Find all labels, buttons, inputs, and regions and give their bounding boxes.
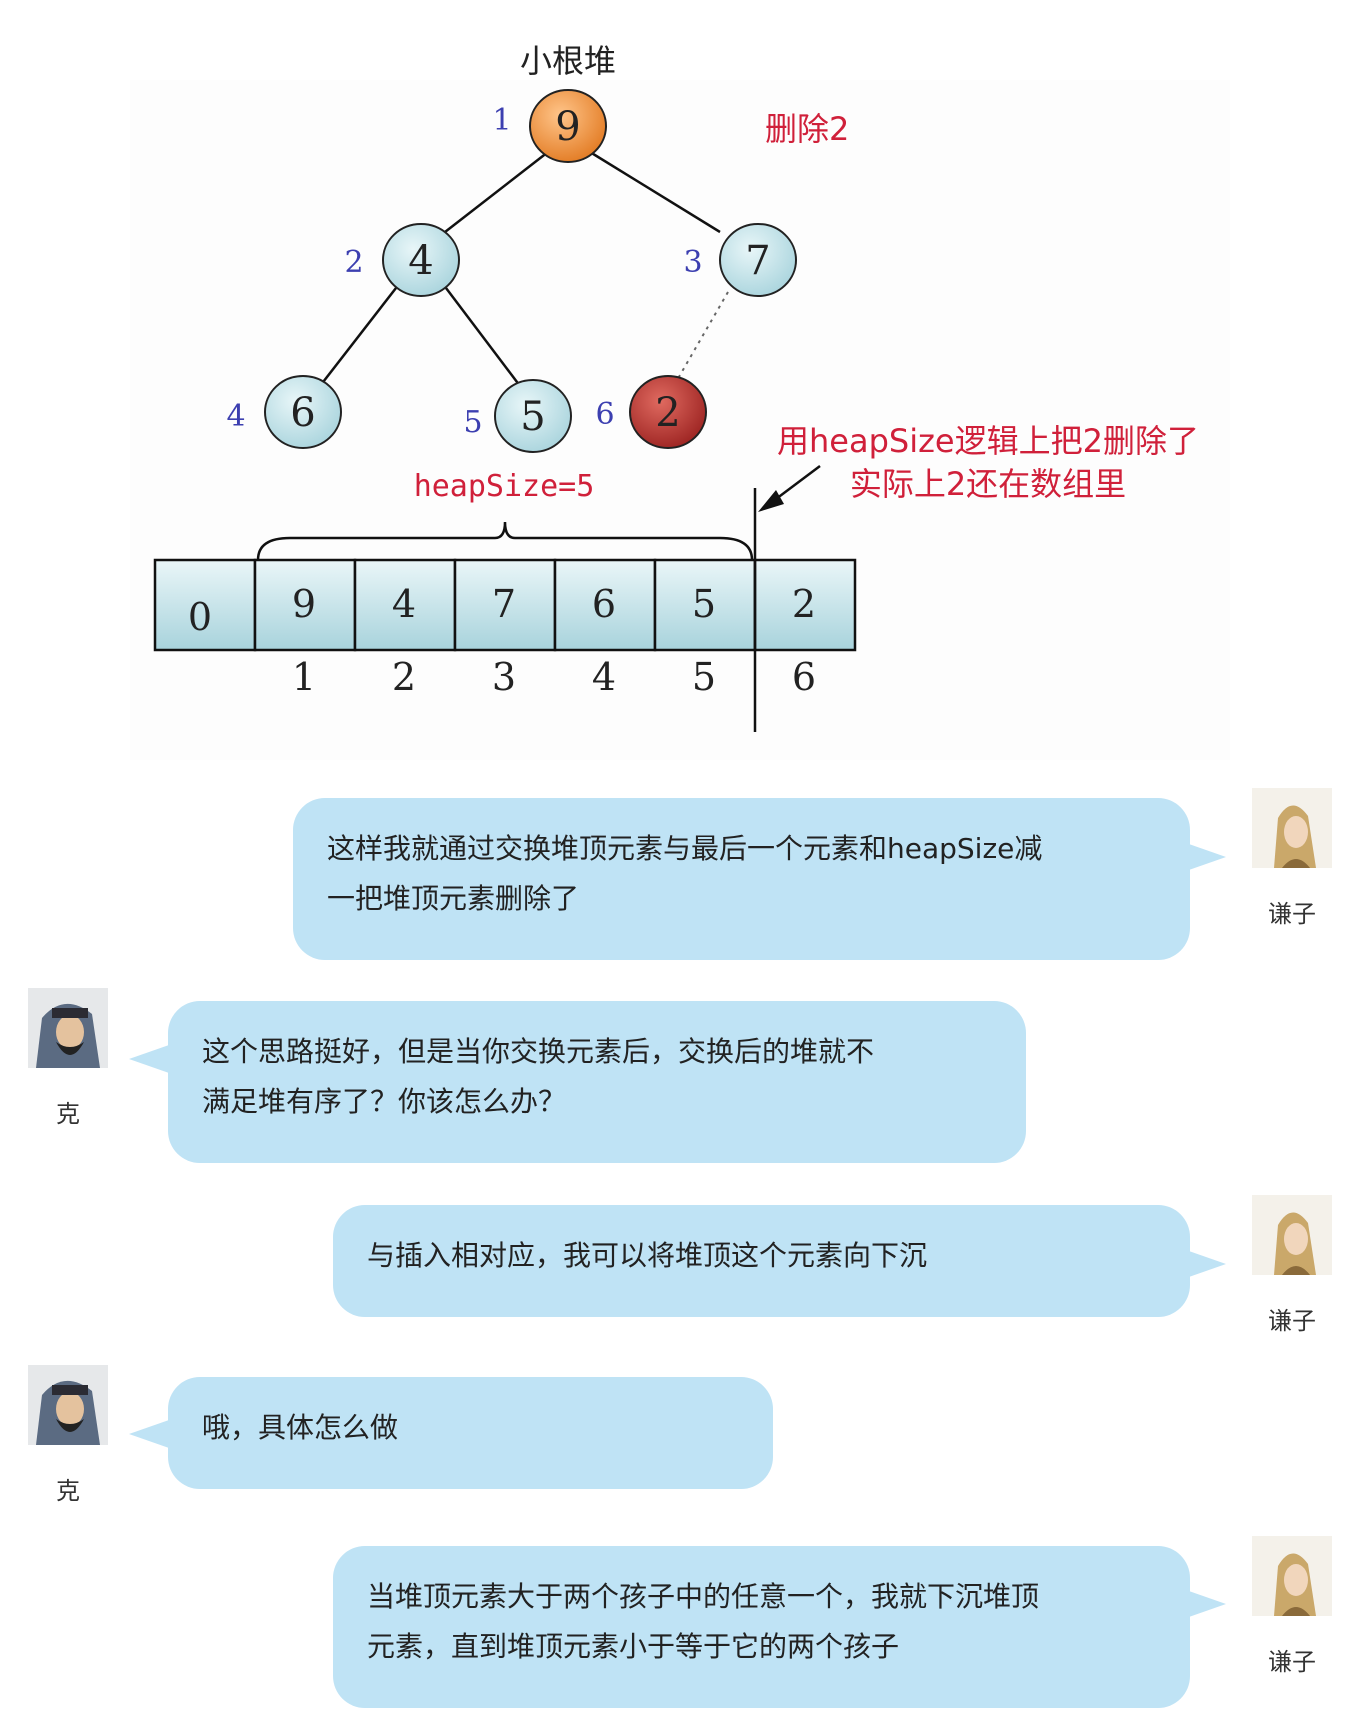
delete-label: 删除2 bbox=[765, 110, 849, 148]
avatar-qianzi[interactable] bbox=[1252, 1195, 1332, 1275]
edge-2-4 bbox=[319, 287, 397, 387]
array-cell-2 bbox=[353, 558, 457, 652]
chat-bubble-5: 当堆顶元素大于两个孩子中的任意一个，我就下沉堆顶 元素，直到堆顶元素小于等于它的… bbox=[333, 1546, 1190, 1708]
note-line-1: 用heapSize逻辑上把2删除了 bbox=[777, 422, 1199, 460]
edge-3-6-dotted bbox=[675, 291, 729, 383]
array-cell-4 bbox=[553, 558, 657, 652]
heap-tree-svg: 小根堆 删除2 9 1 4 2 7 3 6 4 5 bbox=[153, 42, 1199, 732]
array-index-3: 3 bbox=[492, 655, 516, 699]
node-5: 5 5 bbox=[463, 379, 572, 453]
array-cell-5 bbox=[653, 558, 757, 652]
array-cell-3 bbox=[453, 558, 557, 652]
array-cell-6 bbox=[753, 558, 857, 652]
array-index-6: 6 bbox=[792, 655, 816, 699]
node-6-index: 6 bbox=[595, 397, 614, 432]
node-2: 4 2 bbox=[344, 223, 460, 297]
chat-line: 满足堆有序了？你该怎么办？ bbox=[202, 1085, 567, 1118]
node-6: 2 6 bbox=[595, 375, 707, 449]
avatar-qianzi[interactable] bbox=[1252, 1536, 1332, 1616]
array-value-6: 2 bbox=[792, 582, 816, 626]
avatar-name: 克 bbox=[56, 1100, 80, 1128]
avatar-name: 谦子 bbox=[1268, 1648, 1316, 1676]
avatar-name: 克 bbox=[56, 1477, 80, 1505]
node-1-index: 1 bbox=[492, 103, 511, 138]
array-value-1: 9 bbox=[292, 582, 316, 626]
heap-size-label: heapSize=5 bbox=[414, 469, 595, 504]
edge-1-2 bbox=[444, 151, 549, 233]
node-5-value: 5 bbox=[520, 394, 545, 440]
array-value-5: 5 bbox=[692, 582, 716, 626]
array-value-3: 7 bbox=[492, 582, 516, 626]
node-6-value: 2 bbox=[655, 390, 680, 436]
chat-line: 这样我就通过交换堆顶元素与最后一个元素和heapSize减 bbox=[327, 832, 1043, 865]
array-value-4: 6 bbox=[592, 582, 616, 626]
bubble-tail bbox=[1186, 1590, 1226, 1618]
chat-line: 元素，直到堆顶元素小于等于它的两个孩子 bbox=[367, 1630, 900, 1663]
node-2-value: 4 bbox=[408, 238, 433, 284]
bubble-tail bbox=[129, 1045, 169, 1073]
array-index-4: 4 bbox=[592, 655, 616, 699]
chat-bubble-1: 这样我就通过交换堆顶元素与最后一个元素和heapSize减 一把堆顶元素删除了 bbox=[293, 798, 1190, 960]
note-arrow-head bbox=[758, 490, 784, 512]
node-5-index: 5 bbox=[463, 405, 482, 440]
chat-line: 一把堆顶元素删除了 bbox=[327, 882, 580, 915]
array-index-5: 5 bbox=[692, 655, 716, 699]
bubble-tail bbox=[1186, 1250, 1226, 1278]
node-1-value: 9 bbox=[555, 104, 580, 150]
chat-bubble-2: 这个思路挺好，但是当你交换元素后，交换后的堆就不 满足堆有序了？你该怎么办？ bbox=[168, 1001, 1026, 1163]
avatar-name: 谦子 bbox=[1268, 900, 1316, 928]
heap-diagram: 小根堆 删除2 9 1 4 2 7 3 6 4 5 bbox=[0, 0, 1348, 780]
heap-size-brace bbox=[256, 521, 754, 561]
chat-line: 当堆顶元素大于两个孩子中的任意一个，我就下沉堆顶 bbox=[367, 1580, 1040, 1613]
chat-bubble-4: 哦，具体怎么做 bbox=[168, 1377, 773, 1489]
bubble-tail bbox=[129, 1420, 169, 1448]
chat-line: 与插入相对应，我可以将堆顶这个元素向下沉 bbox=[367, 1239, 928, 1272]
note-line-2: 实际上2还在数组里 bbox=[850, 465, 1126, 503]
chat-line: 这个思路挺好，但是当你交换元素后，交换后的堆就不 bbox=[202, 1035, 875, 1068]
node-3-value: 7 bbox=[745, 238, 770, 284]
node-2-index: 2 bbox=[344, 245, 363, 280]
bubble-tail bbox=[1186, 843, 1226, 871]
chat-bubble-3: 与插入相对应，我可以将堆顶这个元素向下沉 bbox=[333, 1205, 1190, 1317]
array-index-2: 2 bbox=[392, 655, 416, 699]
chat-line: 哦，具体怎么做 bbox=[202, 1411, 399, 1444]
edge-2-5 bbox=[445, 287, 521, 387]
edge-1-3 bbox=[589, 150, 721, 234]
node-1: 9 1 bbox=[492, 89, 607, 163]
array-value-0: 0 bbox=[188, 595, 212, 639]
diagram-title: 小根堆 bbox=[520, 42, 616, 80]
node-4-index: 4 bbox=[226, 399, 245, 434]
node-4-value: 6 bbox=[290, 390, 315, 436]
array-value-2: 4 bbox=[392, 582, 416, 626]
array-index-1: 1 bbox=[292, 655, 316, 699]
avatar-name: 谦子 bbox=[1268, 1307, 1316, 1335]
avatar-ke[interactable] bbox=[28, 1365, 108, 1445]
node-3-index: 3 bbox=[683, 245, 702, 280]
node-3: 7 3 bbox=[683, 223, 797, 297]
array: 0 9 4 7 6 5 2 1 2 3 4 5 6 bbox=[153, 558, 857, 699]
node-4: 6 4 bbox=[226, 375, 342, 449]
avatar-qianzi[interactable] bbox=[1252, 788, 1332, 868]
avatar-ke[interactable] bbox=[28, 988, 108, 1068]
